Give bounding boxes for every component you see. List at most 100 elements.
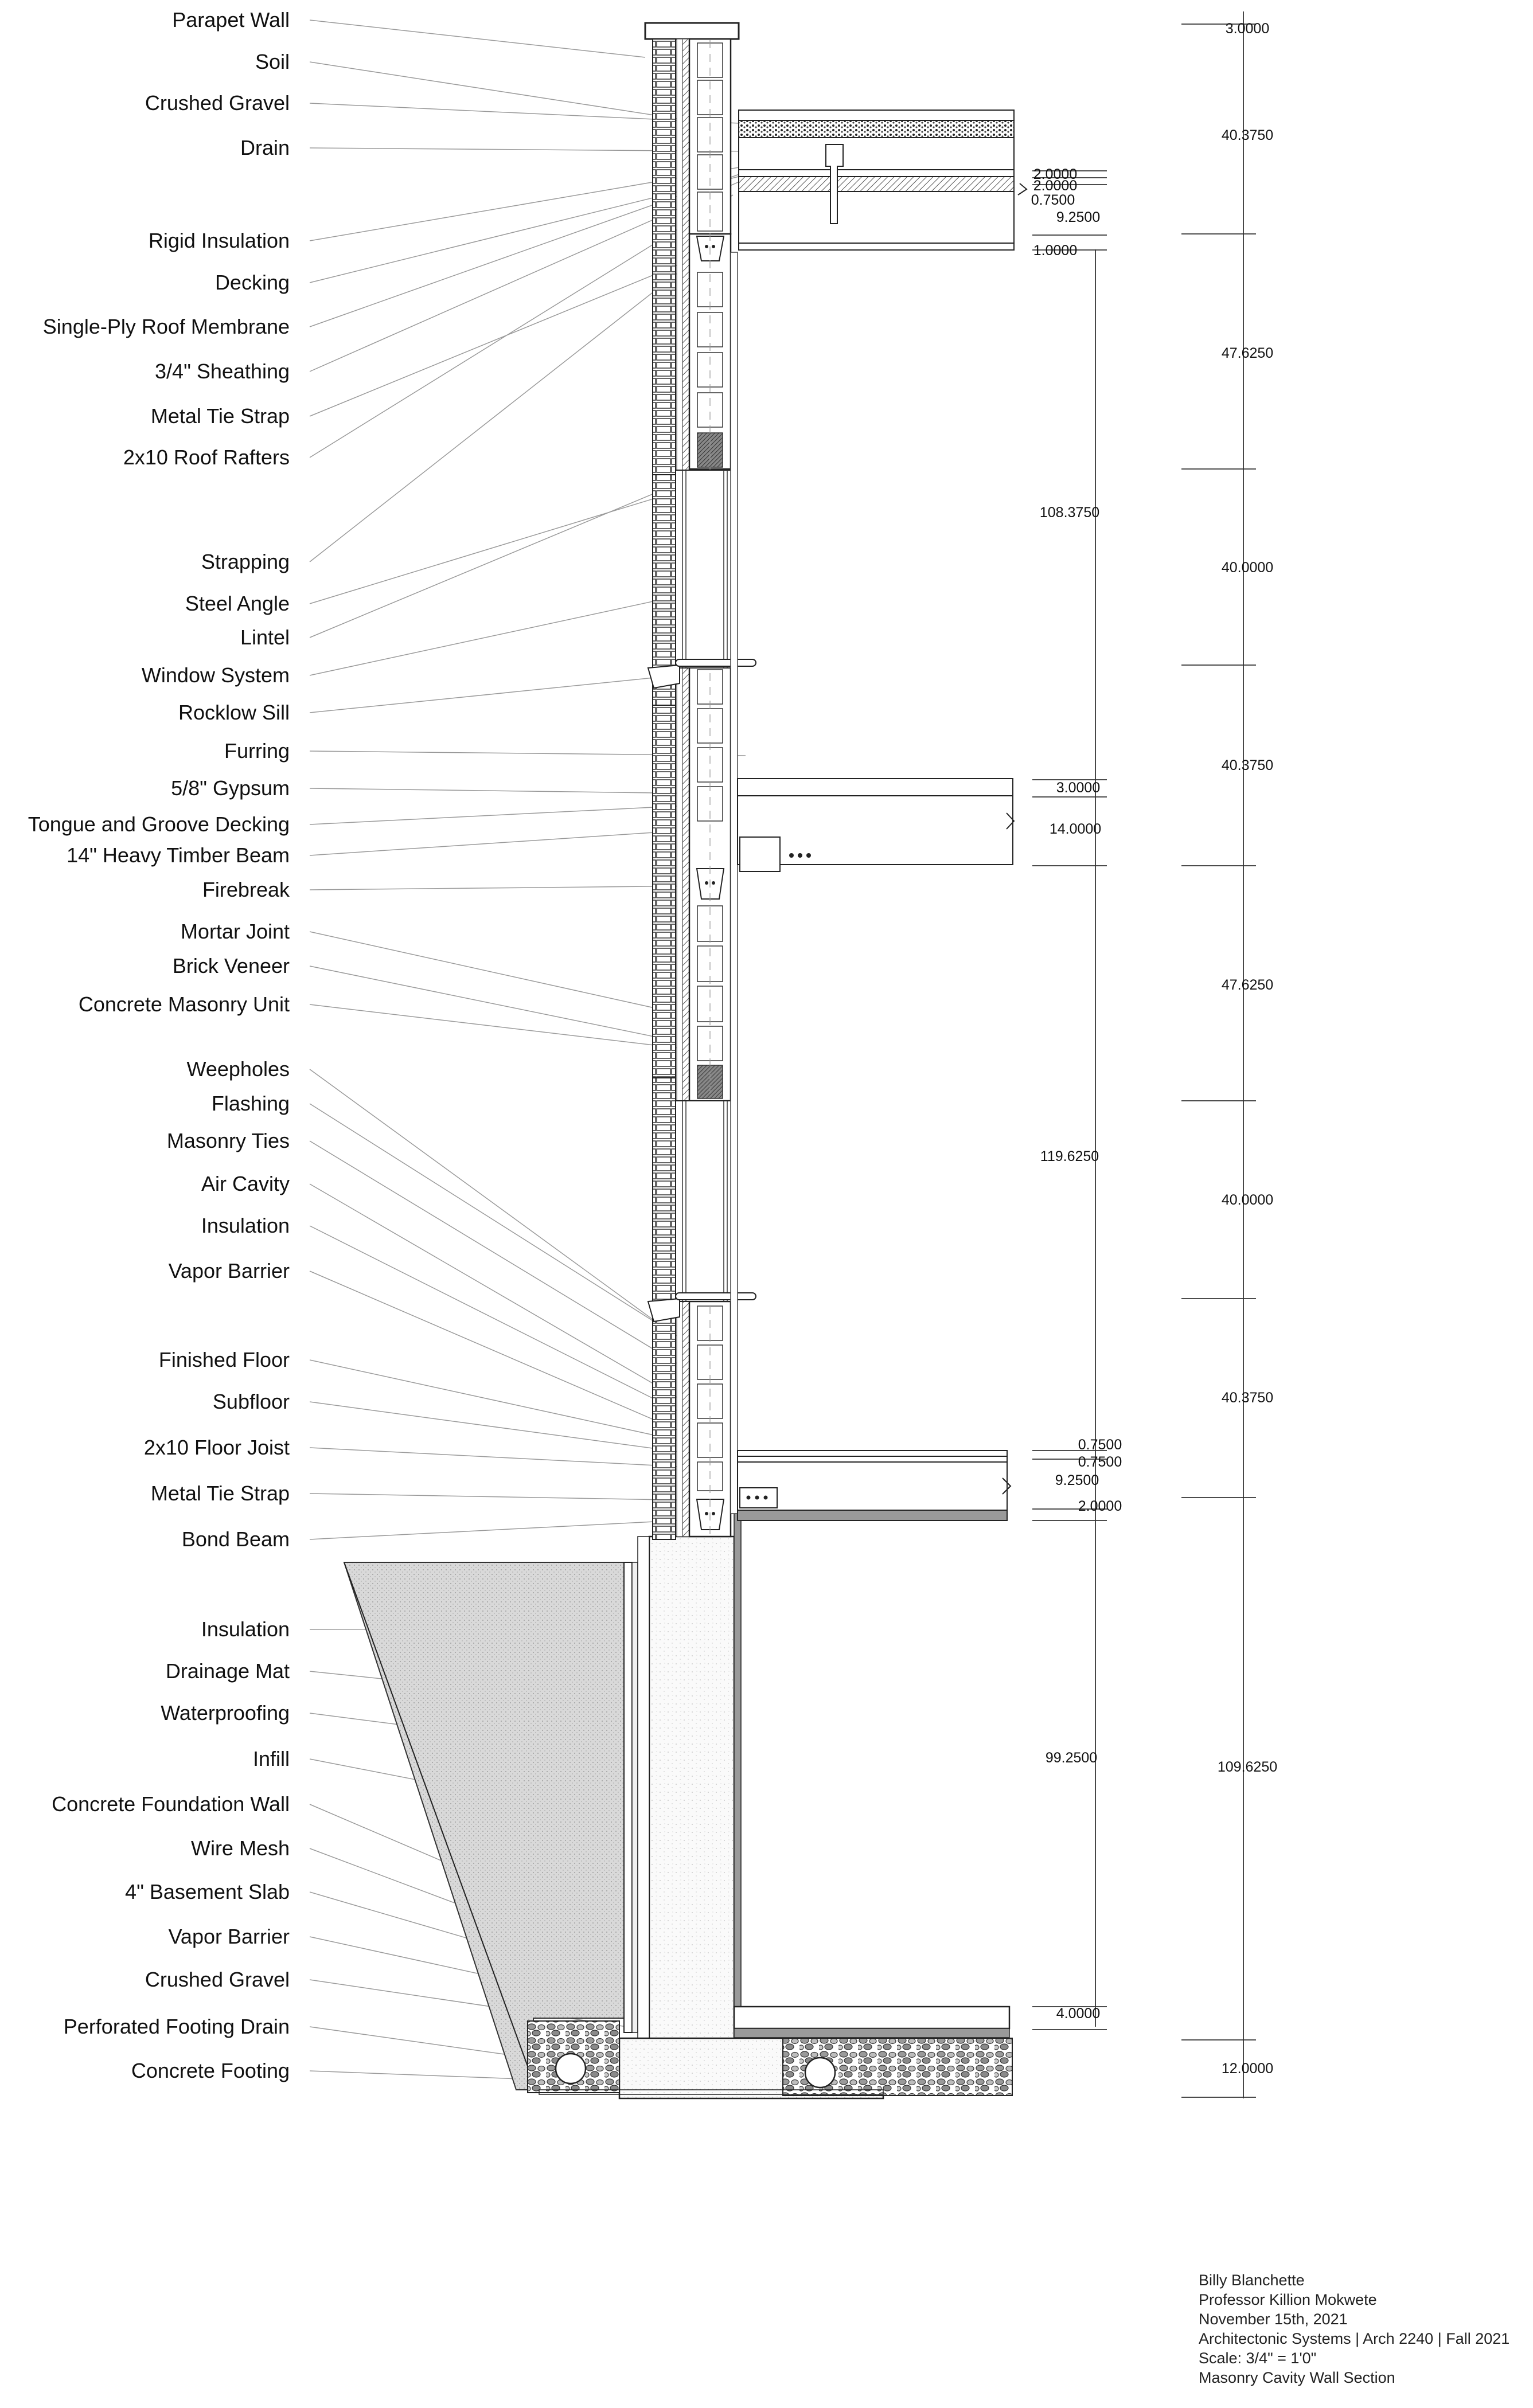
callout-label: Metal Tie Strap	[151, 404, 290, 428]
callout-label: Parapet Wall	[172, 8, 290, 32]
leader-line	[309, 1519, 700, 1540]
detail-dimension-value: 2.0000	[1078, 1498, 1122, 1514]
callout-label: Firebreak	[202, 878, 290, 901]
leader-line	[309, 1069, 660, 1325]
callout-label: Flashing	[212, 1092, 290, 1115]
scale: Scale: 3/4" = 1'0"	[1199, 2350, 1317, 2367]
detail-dimension-value: 108.3750	[1040, 505, 1099, 521]
callout-label: Bond Beam	[182, 1527, 290, 1551]
window-upper	[647, 470, 756, 689]
detail-dimension-value: 3.0000	[1056, 780, 1100, 796]
callout-label: Rocklow Sill	[178, 701, 290, 724]
window-lower	[647, 1100, 756, 1323]
leader-line	[309, 1183, 680, 1400]
callout-label: Subfloor	[213, 1390, 290, 1413]
detail-dimension-value: 14.0000	[1050, 821, 1101, 837]
title-block: Billy Blanchette Professor Killion Mokwe…	[1199, 2270, 1520, 2387]
leader-line	[309, 246, 712, 562]
detail-dimension-value: 0.7500	[1078, 1454, 1122, 1470]
leader-line	[309, 481, 683, 638]
callout-label: Weepholes	[187, 1057, 290, 1081]
professor: Professor Killion Mokwete	[1199, 2291, 1377, 2308]
leader-line	[309, 61, 689, 121]
callout-label: Drain	[240, 136, 290, 159]
callout-label: Single-Ply Roof Membrane	[43, 315, 290, 338]
callout-label: Soil	[255, 50, 290, 73]
callout-label: 14" Heavy Timber Beam	[67, 843, 290, 867]
leader-line	[309, 885, 709, 890]
cmu-upper	[688, 38, 732, 470]
callout-label: Wire Mesh	[191, 1836, 290, 1860]
leader-line	[309, 19, 646, 58]
callout-label: Insulation	[201, 1617, 290, 1641]
callout-label: Steel Angle	[185, 592, 290, 615]
masonry-wall	[644, 22, 756, 1540]
overall-dimension-value: 47.6250	[1222, 345, 1273, 361]
callout-label: Insulation	[201, 1214, 290, 1237]
detail-dimension-value: 0.7500	[1031, 192, 1075, 208]
callout-label: Metal Tie Strap	[151, 1481, 290, 1505]
overall-dimension-value: 40.3750	[1222, 127, 1273, 143]
leader-line	[309, 596, 677, 676]
detail-dimension-value: 2.0000	[1033, 178, 1077, 194]
callout-label: 5/8" Gypsum	[171, 776, 290, 800]
callout-label: Lintel	[240, 626, 290, 649]
sheet-title: Masonry Cavity Wall Section	[1199, 2369, 1395, 2386]
callout-label: Crushed Gravel	[145, 1968, 290, 1991]
overall-dimension-value: 40.0000	[1222, 1192, 1273, 1208]
overall-dimension-value: 12.0000	[1222, 2061, 1273, 2077]
overall-dimension-value: 109.6250	[1218, 1759, 1277, 1775]
detail-dimension-value: 1.0000	[1033, 243, 1077, 259]
detail-dimension-value: 9.2500	[1056, 209, 1100, 225]
callout-label: Brick Veneer	[173, 954, 290, 978]
callout-label: Window System	[142, 663, 290, 687]
callout-label: Furring	[224, 739, 290, 763]
callout-label: Perforated Footing Drain	[64, 2015, 290, 2038]
leader-line	[309, 1225, 689, 1417]
course: Architectonic Systems | Arch 2240 | Fall…	[1199, 2330, 1510, 2347]
callout-label: Drainage Mat	[166, 1659, 290, 1683]
callout-label: Concrete Masonry Unit	[79, 992, 290, 1016]
callout-label: Crushed Gravel	[145, 91, 290, 115]
callout-label: Strapping	[201, 550, 290, 573]
leader-line	[309, 931, 660, 1010]
leader-line	[309, 1103, 677, 1336]
leader-line	[309, 1140, 689, 1371]
detail-dimension-value: 0.7500	[1078, 1437, 1122, 1453]
overall-dimension-value: 3.0000	[1226, 21, 1269, 37]
callout-label: 2x10 Roof Rafters	[123, 445, 290, 469]
detail-dimension-value: 9.2500	[1055, 1472, 1099, 1488]
overall-dimension-values: 3.0000 40.3750 47.6250 40.0000 40.3750 47.625…	[1218, 21, 1277, 2077]
callout-label: 2x10 Floor Joist	[144, 1436, 290, 1459]
lower-floor	[737, 1450, 1012, 1521]
leader-line	[309, 1271, 686, 1434]
overall-dimension-value: 40.3750	[1222, 1390, 1273, 1406]
callout-label: Concrete Foundation Wall	[52, 1792, 290, 1816]
callout-label: 3/4" Sheathing	[155, 359, 290, 383]
overall-dimension-value: 47.6250	[1222, 977, 1273, 993]
leader-line	[309, 676, 666, 713]
mid-floor	[737, 778, 1015, 872]
leader-line	[309, 965, 660, 1038]
author: Billy Blanchette	[1199, 2272, 1305, 2289]
overall-dimension-value: 40.3750	[1222, 757, 1273, 773]
callout-label: Rigid Insulation	[149, 229, 290, 252]
detail-dimension-value: 119.6250	[1040, 1148, 1099, 1164]
callout-label: Waterproofing	[161, 1701, 290, 1725]
callout-label: Masonry Ties	[167, 1129, 290, 1152]
callout-label: Tongue and Groove Decking	[28, 812, 290, 836]
detail-dimension-values: 2.00002.00000.75009.25001.0000108.37503.…	[1031, 166, 1122, 2022]
detail-dimension-value: 2.0000	[1033, 166, 1077, 182]
roof-assembly	[738, 110, 1028, 251]
overall-dimension-value: 40.0000	[1222, 560, 1273, 576]
callout-label: Vapor Barrier	[169, 1259, 290, 1283]
callout-label: Vapor Barrier	[169, 1925, 290, 1948]
callout-label: Decking	[215, 271, 290, 294]
callout-label: Concrete Footing	[131, 2059, 290, 2082]
detail-dimension-value: 99.2500	[1046, 1750, 1097, 1766]
callout-label: Finished Floor	[159, 1348, 290, 1371]
overall-dimension-lines	[1181, 11, 1256, 2098]
detail-dimension-lines	[1032, 170, 1107, 2030]
